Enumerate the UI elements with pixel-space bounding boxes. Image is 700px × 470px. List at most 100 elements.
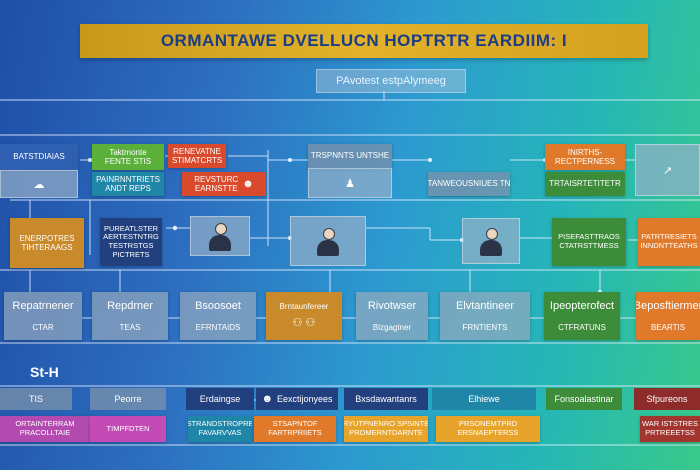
node-label: WAR ISTSTRES	[642, 419, 698, 429]
landscape-icon: ☁	[33, 178, 45, 191]
node-row3-d[interactable]: STSAPNTOF FARTRPRIIETS	[254, 416, 336, 442]
bar-1[interactable]: TIS	[0, 388, 72, 410]
team-icon: ⚇ ⚇	[292, 317, 316, 330]
portrait-left	[190, 216, 250, 256]
node-label: PRTREEETSS	[645, 428, 695, 437]
node-row1-6[interactable]: Elvtantineer FRNTIENTS	[440, 292, 530, 340]
node-row3-g[interactable]: WAR ISTSTRES PRTREEETSS	[640, 416, 700, 442]
node-title: Rivotwser	[367, 300, 417, 313]
node-label: ANDT REPS	[105, 184, 151, 193]
portrait-right	[462, 218, 520, 264]
node-label: ENERPOTRES	[19, 233, 75, 243]
node-label: RENEVATNE	[173, 146, 221, 156]
node-label: TEAS	[119, 322, 141, 332]
node-label: PAINRNNTRIETS	[96, 174, 160, 184]
node-top-red-2[interactable]: REVSTURC EARNSTTE ☻	[182, 172, 266, 196]
node-row1-3[interactable]: Bsoosoet EFRNTAIDS	[180, 292, 256, 340]
diagram-subtitle: PAvotest estpAlymeeg	[316, 69, 466, 93]
node-label: PRACOLLTAIE	[19, 428, 71, 437]
image-panel-left: ☁	[0, 170, 78, 198]
node-row1-7[interactable]: Ipeopterofect CTFRATUNS	[544, 292, 620, 340]
node-orange-right[interactable]: PATRTRESIETS INNDNTTEATHS	[638, 218, 700, 266]
node-label: REVSTURC	[194, 174, 239, 184]
node-title: Elvtantineer	[455, 300, 515, 313]
person-avatar	[315, 226, 341, 256]
node-navy-left[interactable]: PUREATLSTER AERTESTNTRG TESTRSTGS PICTRE…	[100, 218, 162, 266]
node-top-green[interactable]: Taktrnonte FENTE STIS	[92, 144, 164, 170]
chart-icon: ↗	[662, 164, 673, 177]
node-label: INNDNTTEATHS	[640, 241, 698, 250]
node-label: CTAR	[32, 322, 54, 332]
node-label: PICTRETS	[112, 249, 150, 259]
node-label: TRTAISRTETITETR	[549, 179, 621, 189]
person-icon: ♟	[345, 177, 355, 190]
section-label: St-H	[30, 364, 59, 380]
node-label: Taktrnonte	[109, 147, 147, 157]
node-label: FAVARVVAS	[198, 428, 242, 437]
bar-label: Peorre	[114, 394, 142, 404]
node-row3-e[interactable]: PRYUTPNENRO SPSINTES PROMERNTDARNTE	[344, 416, 428, 442]
bar-3[interactable]: Erdaingse	[186, 388, 254, 410]
node-row1-2[interactable]: Repdrner TEAS	[92, 292, 168, 340]
node-top-right-orange-sub[interactable]: TRTAISRTETITETR	[545, 172, 625, 196]
bar-4[interactable]: ☻ Eexctijonyees	[256, 388, 338, 410]
node-label: TANWEOUSNIUES TN	[428, 179, 510, 189]
node-green-right[interactable]: PISEFASTTRAOS CTATRSTTMESS	[552, 218, 626, 266]
bar-8[interactable]: Sfpureons	[634, 388, 700, 410]
node-row3-b[interactable]: TIMPFDTEN	[90, 416, 166, 442]
node-row3-f[interactable]: PRSONEMTPRD ERSNAEPTERSS	[436, 416, 540, 442]
node-row3-a[interactable]: ORTAINTERRAM PRACOLLTAIE	[0, 416, 90, 442]
node-label: PROMERNTDARNTE	[349, 428, 423, 437]
node-label: BEARTIS	[650, 322, 686, 332]
node-top-right-orange[interactable]: INIRTHS- RECTPERNESS	[545, 144, 625, 170]
node-top-red[interactable]: RENEVATNE STIMATCRTS	[168, 144, 226, 168]
node-label: FARTRPRIIETS	[268, 428, 322, 437]
bar-label: Bxsdawantanrs	[355, 394, 417, 404]
node-top-green-sub[interactable]: PAINRNNTRIETS ANDT REPS	[92, 172, 164, 196]
node-label: PRSONEMTPRD	[458, 419, 518, 429]
node-label: BATSTDIAIAS	[13, 152, 65, 162]
node-mid-center[interactable]: TANWEOUSNIUES TN	[428, 172, 510, 196]
bar-label: Eexctijonyees	[277, 394, 333, 404]
person-icon: ☻	[261, 393, 274, 405]
node-row1-1[interactable]: Repatrnener CTAR	[4, 292, 82, 340]
bar-6[interactable]: Elhiewe	[432, 388, 536, 410]
bar-label: Erdaingse	[199, 394, 241, 404]
node-label: PATRTRESIETS	[641, 232, 697, 242]
node-top-left[interactable]: BATSTDIAIAS	[0, 144, 78, 170]
node-orange-left[interactable]: ENERPOTRES TIHTERAAGS	[10, 218, 84, 268]
node-top-center[interactable]: TRSPNNTS UNTSHE	[308, 144, 392, 168]
node-label: ERSNAEPTERSS	[457, 428, 519, 437]
person-icon: ☻	[242, 177, 254, 190]
bar-label: Elhiewe	[468, 394, 500, 404]
node-row1-8[interactable]: Beposftiermer BEARTIS	[636, 292, 700, 340]
node-title: Repatrnener	[12, 300, 74, 313]
node-label: INIRTHS-	[567, 147, 603, 157]
node-label: PRYUTPNENRO SPSINTES	[344, 419, 428, 429]
node-label: EARNSTTE	[194, 184, 238, 193]
node-label: TIHTERAAGS	[21, 243, 73, 252]
node-label: TESTRSTGS	[108, 241, 154, 250]
bar-7[interactable]: Fonsoalastinar	[546, 388, 622, 410]
node-label: RECTPERNESS	[554, 157, 615, 166]
bar-label: Sfpureons	[646, 394, 688, 404]
node-label: PUREATLSTER	[103, 223, 159, 233]
node-label: STIMATCRTS	[171, 156, 223, 165]
node-row1-4[interactable]: Brntaunfereer ⚇ ⚇	[266, 292, 342, 340]
node-label: STSAPNTOF	[272, 419, 318, 429]
node-label: EFRNTAIDS	[195, 322, 241, 332]
node-row3-c[interactable]: STRANDSTROPRE FAVARVVAS	[188, 416, 252, 442]
node-title: Beposftiermer	[636, 300, 700, 313]
node-label: FENTE STIS	[104, 157, 152, 166]
node-label: PISEFASTTRAOS	[558, 232, 620, 242]
bar-2[interactable]: Peorre	[90, 388, 166, 410]
diagram-title: ORMANTAWE DVELLUCN HOPTRTR EARDIIM: I	[80, 24, 648, 58]
node-label: AERTESTNTRG	[103, 232, 159, 242]
portrait-center	[290, 216, 366, 266]
node-title: Ipeopterofect	[549, 300, 615, 313]
node-label: TRSPNNTS UNTSHE	[310, 151, 390, 161]
portrait-center-top: ♟	[308, 168, 392, 198]
node-row1-5[interactable]: Rivotwser Blzgagtner	[356, 292, 428, 340]
image-panel-right: ↗	[635, 144, 700, 196]
bar-5[interactable]: Bxsdawantanrs	[344, 388, 428, 410]
